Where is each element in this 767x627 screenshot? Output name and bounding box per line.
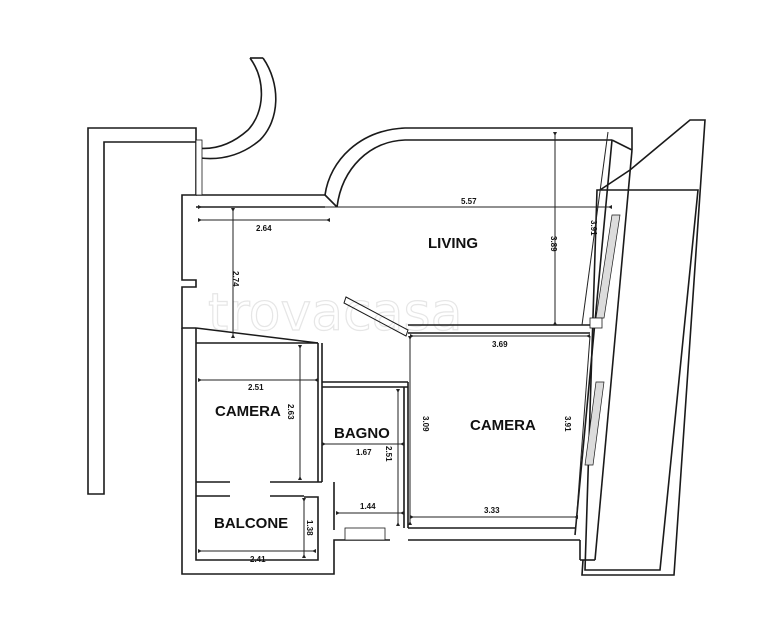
dim-camera-right-height: 3.09 <box>421 416 430 432</box>
room-label-camera-right: CAMERA <box>470 417 536 434</box>
dim-right-wall: 3.91 <box>589 220 598 236</box>
dim-bagno-width: 1.67 <box>356 448 372 457</box>
dim-balcone-height: 1.38 <box>305 520 314 536</box>
dim-balcone-width: 2.41 <box>250 555 266 564</box>
dim-camera-right-bottom: 3.33 <box>484 506 500 515</box>
dim-bagno-bottom: 1.44 <box>360 502 376 511</box>
dim-camera-right-side: 3.91 <box>563 416 572 432</box>
room-label-living: LIVING <box>428 235 478 252</box>
outer-walls <box>87 57 706 576</box>
dim-living-partial: 2.64 <box>256 224 272 233</box>
windows <box>195 139 621 466</box>
dim-camera-right-width: 3.69 <box>492 340 508 349</box>
room-label-camera-left: CAMERA <box>215 403 281 420</box>
dim-living-height: 3.89 <box>549 236 558 252</box>
dim-living-left-height: 2.74 <box>231 271 240 287</box>
dim-camera-left-height: 2.63 <box>286 404 295 420</box>
dim-bagno-height: 2.51 <box>384 446 393 462</box>
dimension-lines <box>198 131 612 558</box>
dimension-ticks <box>198 132 612 558</box>
room-label-bagno: BAGNO <box>334 425 390 442</box>
room-label-balcone: BALCONE <box>214 515 288 532</box>
dim-camera-left-width: 2.51 <box>248 383 264 392</box>
dim-living-width: 5.57 <box>461 197 477 206</box>
